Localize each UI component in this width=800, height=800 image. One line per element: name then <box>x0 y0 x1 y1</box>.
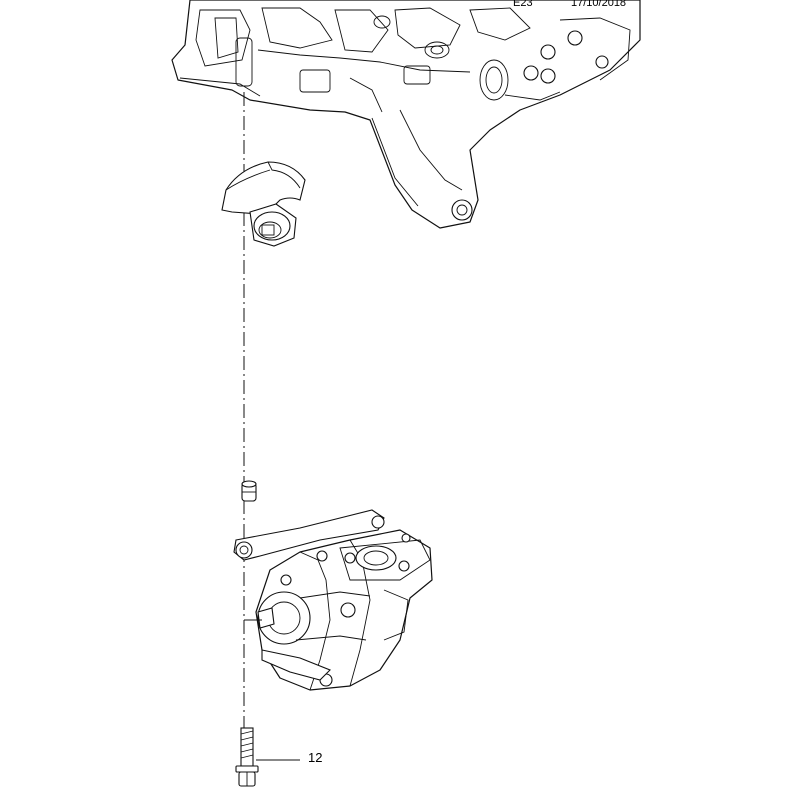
bolt-part-12 <box>235 727 259 787</box>
oil-pump-assembly <box>233 509 433 691</box>
engine-block <box>171 0 641 229</box>
callout-label-12: 12 <box>308 750 323 765</box>
diagram-code: E23 <box>513 0 533 9</box>
dowel-sleeve <box>241 480 257 502</box>
baffle-plate <box>221 161 306 247</box>
diagram-date: 17/10/2018 <box>571 0 627 9</box>
